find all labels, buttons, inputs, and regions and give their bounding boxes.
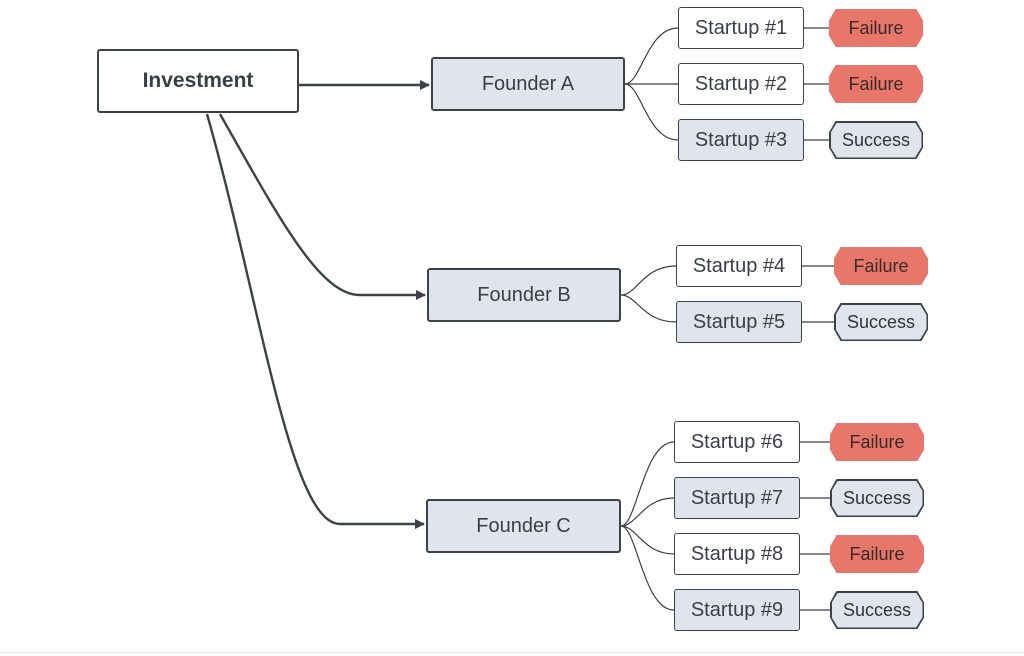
startup-node: Startup #1 <box>678 7 804 49</box>
outcome-label: Success <box>842 487 912 508</box>
success-badge: Success <box>830 591 924 629</box>
startup-label: Startup #9 <box>690 598 784 621</box>
founder-node-a: Founder A <box>431 57 625 111</box>
outcome-label: Failure <box>849 431 905 452</box>
bottom-rule <box>0 652 1024 653</box>
founder-label: Founder B <box>477 283 571 306</box>
founder-node-c: Founder C <box>426 499 621 553</box>
startup-node: Startup #4 <box>676 245 802 287</box>
startup-label: Startup #3 <box>694 128 788 151</box>
startup-node: Startup #7 <box>674 477 800 519</box>
startup-node: Startup #9 <box>674 589 800 631</box>
outcome-label: Failure <box>849 543 905 564</box>
edge-founder-startup <box>624 27 679 85</box>
startup-node: Startup #5 <box>676 301 802 343</box>
startup-label: Startup #8 <box>690 542 784 565</box>
outcome-label: Failure <box>848 73 904 94</box>
failure-badge: Failure <box>829 9 923 47</box>
edge-founder-startup <box>620 525 675 555</box>
startup-label: Startup #1 <box>694 16 788 39</box>
failure-badge: Failure <box>834 247 928 285</box>
edge-founder-startup <box>620 525 675 611</box>
outcome-label: Failure <box>848 17 904 38</box>
startup-node: Startup #6 <box>674 421 800 463</box>
startup-node: Startup #3 <box>678 119 804 161</box>
startup-node: Startup #8 <box>674 533 800 575</box>
edge-founder-startup <box>620 441 675 527</box>
founder-node-b: Founder B <box>427 268 621 322</box>
failure-badge: Failure <box>830 423 924 461</box>
edge-investment-founder-b <box>218 113 426 300</box>
startup-node: Startup #2 <box>678 63 804 105</box>
edge-founder-startup <box>620 497 675 527</box>
outcome-label: Success <box>841 129 911 150</box>
edge-investment-founder-c <box>205 113 425 529</box>
startup-label: Startup #5 <box>692 310 786 333</box>
startup-label: Startup #7 <box>690 486 784 509</box>
success-badge: Success <box>829 121 923 159</box>
edge-founder-startup <box>620 265 677 296</box>
outcome-label: Failure <box>853 255 909 276</box>
outcome-label: Success <box>846 311 916 332</box>
investment-node: Investment <box>97 49 299 113</box>
startup-label: Startup #6 <box>690 430 784 453</box>
startup-label: Startup #4 <box>692 254 786 277</box>
founder-label: Founder C <box>476 514 571 537</box>
failure-badge: Failure <box>829 65 923 103</box>
failure-badge: Failure <box>830 535 924 573</box>
startup-label: Startup #2 <box>694 72 788 95</box>
edge-founder-startup <box>620 294 677 323</box>
success-badge: Success <box>834 303 928 341</box>
edge-founder-startup <box>624 83 679 141</box>
investment-label: Investment <box>142 69 254 92</box>
founder-label: Founder A <box>481 72 575 95</box>
outcome-label: Success <box>842 599 912 620</box>
success-badge: Success <box>830 479 924 517</box>
